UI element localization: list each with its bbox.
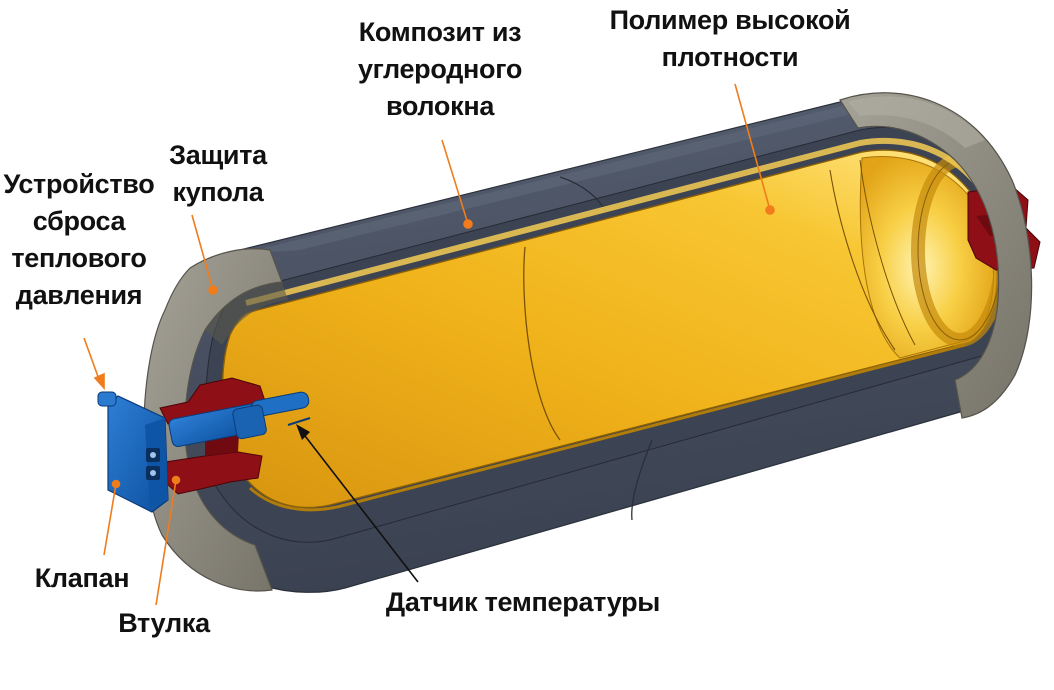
leader-prd-arrow	[93, 372, 105, 391]
label-sensor: Датчик температуры	[378, 584, 668, 621]
label-boss: Втулка	[104, 605, 224, 642]
leader-dome	[191, 214, 214, 291]
label-prd: Устройство сброса теплового давления	[0, 166, 158, 314]
relief-nozzle	[97, 391, 117, 407]
right-dome	[839, 92, 1033, 419]
leader-boss	[155, 479, 177, 606]
leader-valve	[103, 483, 117, 556]
label-prd-line-3: теплового	[11, 243, 147, 273]
shell-top-highlight	[248, 99, 900, 252]
label-composite-line-3: волокна	[385, 91, 495, 121]
liner-seam-2	[829, 169, 896, 351]
label-prd-line-1: Устройство	[3, 169, 155, 199]
leader-lines	[83, 83, 775, 606]
liner-seam-3	[859, 159, 916, 346]
sensor-leader	[296, 424, 419, 583]
dome-protection	[143, 92, 1033, 592]
valve-port-dot-2	[150, 470, 156, 476]
sensor-collar	[232, 404, 267, 440]
label-boss-line-1: Втулка	[118, 608, 210, 638]
valve-port-dot-1	[150, 452, 156, 458]
label-polymer: Полимер высокой плотности	[600, 2, 860, 76]
leader-dome-dot	[208, 285, 218, 295]
valve-assembly	[97, 391, 311, 513]
label-dome-line-1: Защита	[169, 140, 267, 170]
label-polymer-line-1: Полимер высокой	[609, 5, 851, 35]
valve-block-face	[145, 418, 168, 508]
label-sensor-line-1: Датчик температуры	[385, 587, 661, 617]
leader-sensor	[301, 431, 419, 583]
leader-polymer	[734, 83, 771, 211]
leader-polymer-dot	[765, 205, 775, 215]
label-polymer-line-2: плотности	[661, 42, 799, 72]
label-valve: Клапан	[22, 560, 142, 597]
liner-inner	[221, 149, 998, 509]
label-prd-line-2: сброса	[32, 206, 126, 236]
shell-seam-2	[631, 439, 653, 521]
leader-boss-dot	[171, 475, 181, 485]
leader-composite-dot	[463, 219, 473, 229]
label-dome: Защита купола	[148, 137, 288, 211]
label-composite: Композит из углеродного волокна	[340, 14, 540, 125]
liner-bottom-edge	[248, 343, 966, 512]
label-dome-line-2: купола	[172, 177, 264, 207]
label-prd-line-4: давления	[15, 280, 143, 310]
right-dome-highlight	[848, 96, 985, 148]
label-valve-line-1: Клапан	[34, 563, 130, 593]
leader-prd	[83, 337, 101, 383]
leader-sensor-arrow	[296, 424, 310, 440]
liner-seam-1	[523, 246, 561, 441]
sensor-wire	[287, 417, 311, 426]
leader-valve-dot	[111, 479, 121, 489]
left-dome-cut-face	[205, 282, 288, 345]
label-composite-line-2: углеродного	[357, 54, 523, 84]
label-composite-line-1: Композит из	[358, 17, 522, 47]
leader-composite	[441, 139, 469, 225]
